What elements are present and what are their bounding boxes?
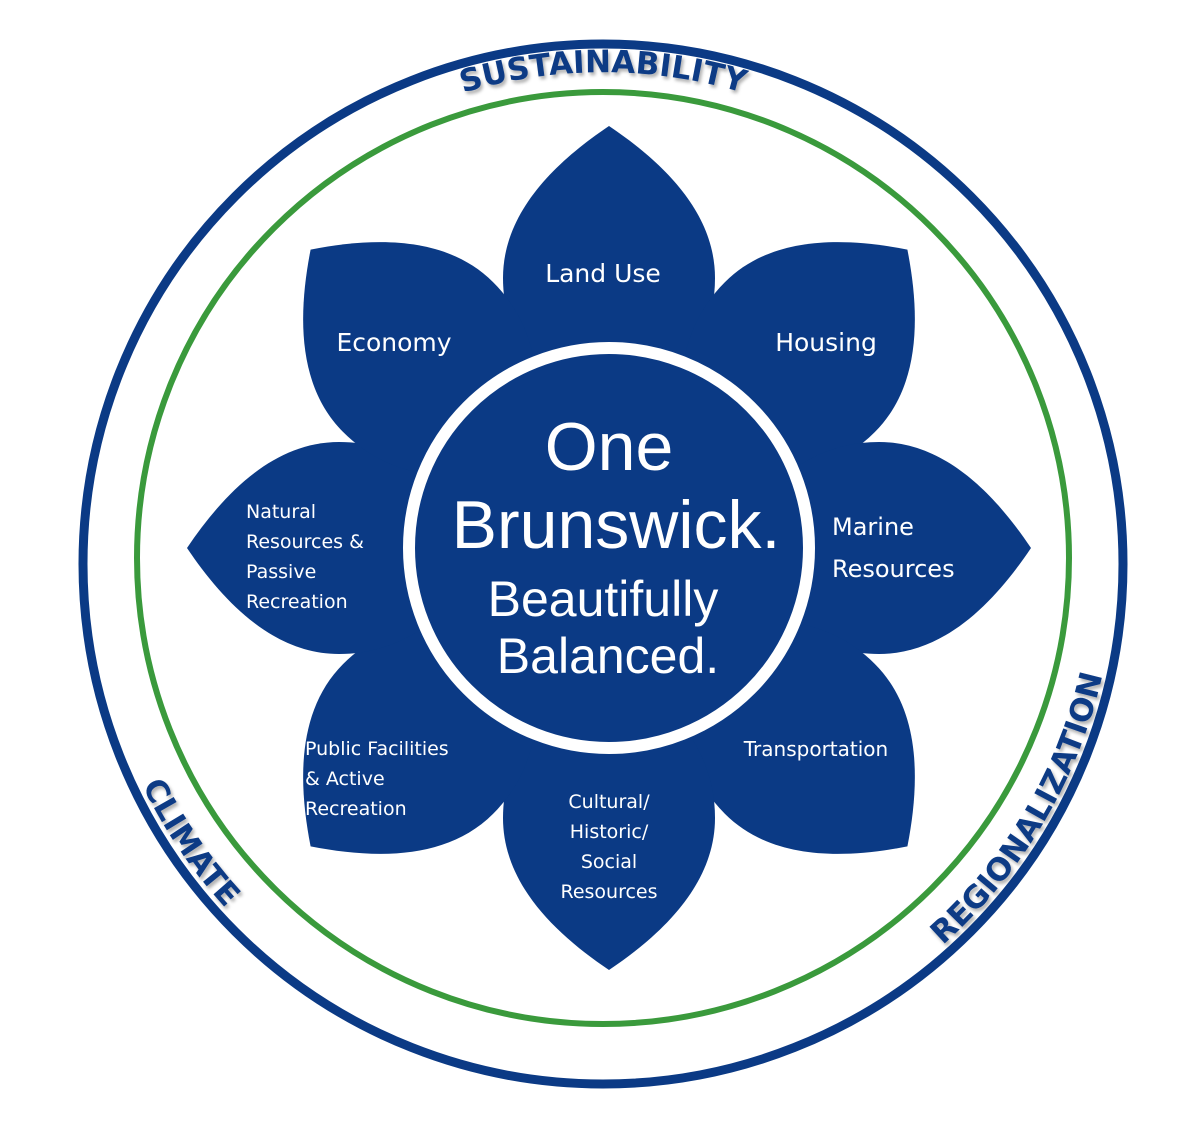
petal-label-line: Marine bbox=[832, 513, 914, 541]
petal-label-line: Resources bbox=[832, 555, 955, 583]
center-title-one: One bbox=[545, 409, 674, 485]
petal-label-line: Economy bbox=[336, 328, 451, 357]
petal-label-line: Transportation bbox=[743, 737, 888, 761]
petal-label: Land Use bbox=[545, 259, 661, 288]
petal-label-line: Natural bbox=[246, 501, 316, 523]
petal-label: Housing bbox=[775, 328, 877, 357]
petal-label-line: Passive bbox=[246, 561, 316, 583]
petal-label-line: Historic/ bbox=[570, 821, 649, 843]
petal-label-line: Housing bbox=[775, 328, 877, 357]
petal-label-line: Resources bbox=[560, 881, 657, 903]
center-circle bbox=[403, 342, 815, 754]
ring-label-climate: CLIMATE bbox=[135, 773, 247, 914]
petal-label-line: Public Facilities bbox=[305, 738, 449, 760]
petal-label: Economy bbox=[336, 328, 451, 357]
petal-label-line: & Active bbox=[305, 768, 385, 790]
center-title-brunswick: Brunswick. bbox=[452, 487, 781, 563]
petal-label-line: Resources & bbox=[246, 531, 364, 553]
center-subtitle-beautifully: Beautifully bbox=[488, 571, 719, 627]
petal-label-line: Land Use bbox=[545, 259, 661, 288]
petal-label-line: Recreation bbox=[246, 591, 348, 613]
green-ring bbox=[134, 89, 1072, 1027]
petal-label-line: Recreation bbox=[305, 798, 407, 820]
center-subtitle-balanced: Balanced. bbox=[497, 628, 719, 684]
petal-label-line: Cultural/ bbox=[568, 791, 650, 813]
outer-ring bbox=[78, 39, 1128, 1089]
ring-label-regionalization: REGIONALIZATION bbox=[924, 668, 1111, 951]
petal-label-line: Social bbox=[581, 851, 637, 873]
petal-label: Transportation bbox=[743, 737, 888, 761]
